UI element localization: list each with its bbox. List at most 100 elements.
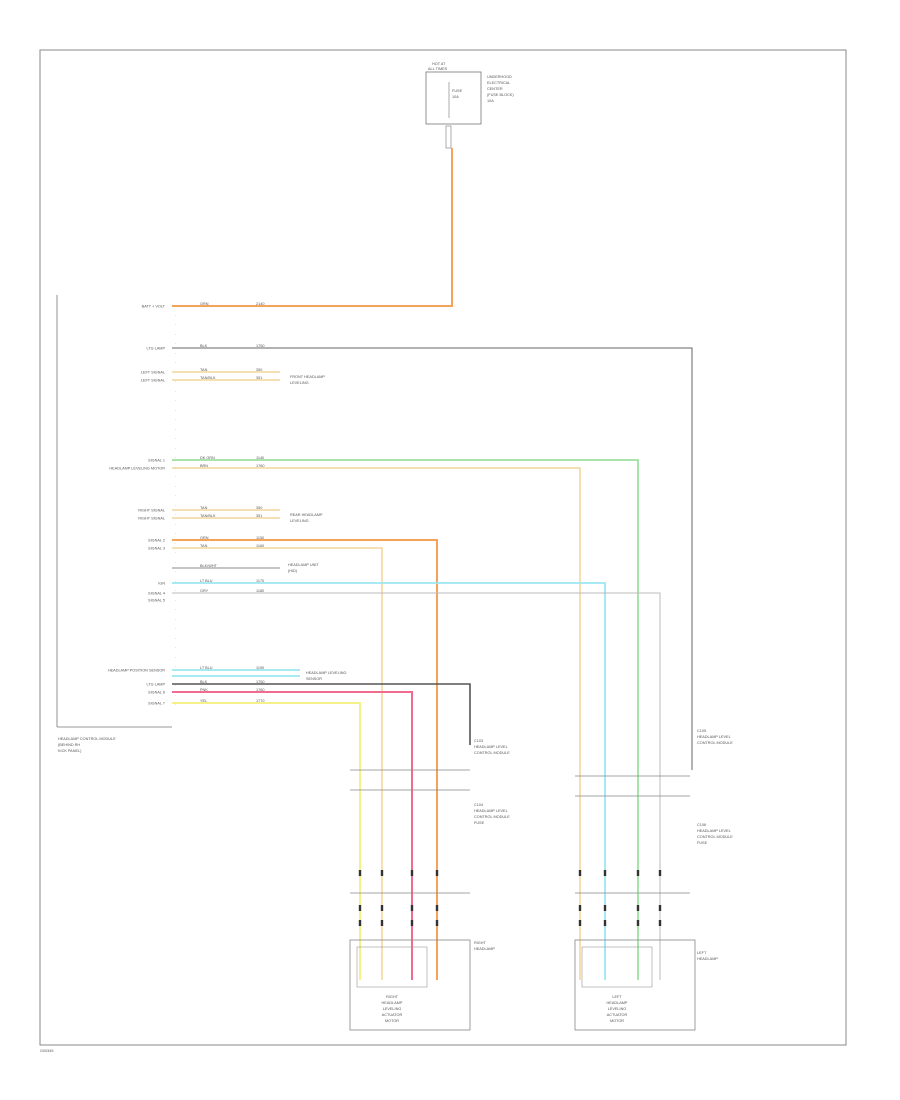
pin-label-17: HEADLAMP LEVELING MOTOR — [109, 467, 165, 471]
pin-label-39: LTG LAMP — [147, 683, 166, 687]
connector-pin-mark — [410, 870, 414, 876]
fuse-block-header-1: HOT AT — [432, 62, 446, 66]
pin-number-25: · — [175, 532, 176, 536]
connector-pin-mark — [435, 905, 439, 911]
front-sensor-1: FRONT HEADLAMP — [290, 375, 325, 379]
pin-number-37: · — [175, 646, 176, 650]
pin-number-11: · — [175, 399, 176, 403]
pin-circuit-17: 1760 — [256, 464, 264, 468]
rconn-bottom-2: HEADLAMP — [474, 947, 495, 951]
pin-number-34: · — [175, 618, 176, 622]
pin-label-22: RIGHT SIGNAL — [138, 517, 165, 521]
pin-label-1: BATT + VOLT — [142, 305, 166, 309]
pin-circuit-29: 1180 — [256, 589, 264, 593]
pin-color-22: TAN/BLK — [200, 514, 216, 518]
pin-label-30: SIGNAL 5 — [148, 599, 165, 603]
wire-pink — [172, 691, 413, 980]
wire-yellow — [172, 702, 361, 980]
pin-number-17: · — [175, 456, 176, 460]
pin-color-25: TAN — [200, 544, 208, 548]
lconn-bottom-1: LEFT — [697, 951, 707, 955]
pin-circuit-5: 1750 — [256, 344, 264, 348]
wire-tan-level — [172, 467, 581, 980]
left-connector-notes: C105 HEADLAMP LEVEL CONTROL MODULE C106 … — [697, 729, 733, 961]
fuse-desc-5: 10A — [487, 99, 494, 103]
pin-circuit-24: 1150 — [256, 536, 264, 540]
footer-id: G00345 — [40, 1049, 54, 1053]
pin-number-43: · — [175, 703, 176, 707]
pin-number-19: · — [175, 475, 176, 479]
pin-color-39: BLK — [200, 680, 208, 684]
fuse-block: HOT AT ALL TIMES FUSE 10A UNDERHOOD ELEC… — [425, 62, 514, 149]
pin-color-7: TAN — [200, 368, 208, 372]
pin-circuit-21: 350 — [256, 506, 262, 510]
right-headlamp-3: LEVELING — [383, 1007, 402, 1011]
right-headlamp-motor: RIGHT HEADLAMP LEVELING ACTUATOR MOTOR — [349, 939, 471, 1031]
sensor-notes: FRONT HEADLAMP LEVELING REAR HEADLAMP LE… — [288, 375, 346, 681]
pin-number-39: · — [175, 665, 176, 669]
sensor-system-2: SENSOR — [306, 677, 322, 681]
connector-pin-mark — [358, 870, 362, 876]
module-name-1: HEADLAMP CONTROL MODULE — [58, 737, 116, 741]
pin-number-10: · — [175, 390, 176, 394]
pin-label-5: LTG LAMP — [147, 347, 166, 351]
connector-pins — [358, 870, 662, 926]
pin-number-4: · — [175, 333, 176, 337]
lconn-bottom-2: HEADLAMP — [697, 957, 718, 961]
pin-label-28: IGN — [158, 582, 165, 586]
left-headlamp-5: MOTOR — [610, 1019, 624, 1023]
pin-number-33: · — [175, 608, 176, 612]
pin-number-42: · — [175, 694, 176, 698]
pin-circuit-7: 350 — [256, 368, 262, 372]
fuse-desc-3: CENTER — [487, 87, 503, 91]
pin-color-40: PNK — [200, 688, 208, 692]
pin-number-38: · — [175, 656, 176, 660]
pin-number-12: · — [175, 409, 176, 413]
pin-label-16: SIGNAL 1 — [148, 459, 165, 463]
pin-color-8: TAN/BLK — [200, 376, 216, 380]
fuse-block-header-2: ALL TIMES — [428, 67, 448, 71]
pin-number-41: · — [175, 684, 176, 688]
pin-color-17: BRN — [200, 464, 208, 468]
rconn-lower-4: FUSE — [474, 821, 485, 825]
connector-pin-mark — [380, 920, 384, 926]
left-headlamp-1: LEFT — [612, 995, 622, 999]
lconn-upper-2: HEADLAMP LEVEL — [697, 735, 731, 739]
wire-orange-batt — [172, 148, 453, 307]
connector-pin-mark — [410, 905, 414, 911]
pin-circuit-1: 2140 — [256, 302, 264, 306]
pin-color-16: DK GRN — [200, 456, 215, 460]
pin-number-5: · — [175, 342, 176, 346]
lconn-lower-1: C106 — [697, 823, 706, 827]
headlamp-control-module: HEADLAMP CONTROL MODULE (BEHIND RH KICK … — [56, 295, 172, 753]
connector-pin-mark — [578, 870, 582, 876]
pin-label-24: SIGNAL 2 — [148, 539, 165, 543]
pin-number-20: · — [175, 485, 176, 489]
pin-circuit-40: 1760 — [256, 688, 264, 692]
pin-circuit-39: 1750 — [256, 680, 264, 684]
pin-circuit-28: 1170 — [256, 579, 264, 583]
headlamp-unit-1: HEADLAMP UNIT — [288, 563, 319, 567]
pin-label-25: SIGNAL 3 — [148, 547, 165, 551]
pin-number-14: · — [175, 428, 176, 432]
pin-number-36: · — [175, 637, 176, 641]
wire-black-ltg — [172, 347, 693, 770]
right-connector-notes: C103 HEADLAMP LEVEL CONTROL MODULE C104 … — [474, 739, 510, 951]
diagram-frame — [39, 49, 847, 1046]
pin-number-9: · — [175, 380, 176, 384]
fuse-label: FUSE — [452, 89, 463, 93]
fuse-desc-4: (FUSE BLOCK) — [487, 93, 514, 97]
connector-pin-mark — [658, 920, 662, 926]
connector-pin-mark — [435, 920, 439, 926]
fuse-desc-1: UNDERHOOD — [487, 75, 512, 79]
wire-cyan-ign — [172, 582, 606, 980]
connector-pin-mark — [636, 905, 640, 911]
rear-sensor-2: LEVELING — [290, 519, 309, 523]
connector-pin-mark — [578, 920, 582, 926]
pin-color-41: YEL — [200, 699, 207, 703]
connector-pin-mark — [636, 920, 640, 926]
rconn-upper-1: C103 — [474, 739, 483, 743]
pin-label-7: LEFT SIGNAL — [141, 371, 165, 375]
wire-gray-sig4 — [172, 592, 661, 980]
